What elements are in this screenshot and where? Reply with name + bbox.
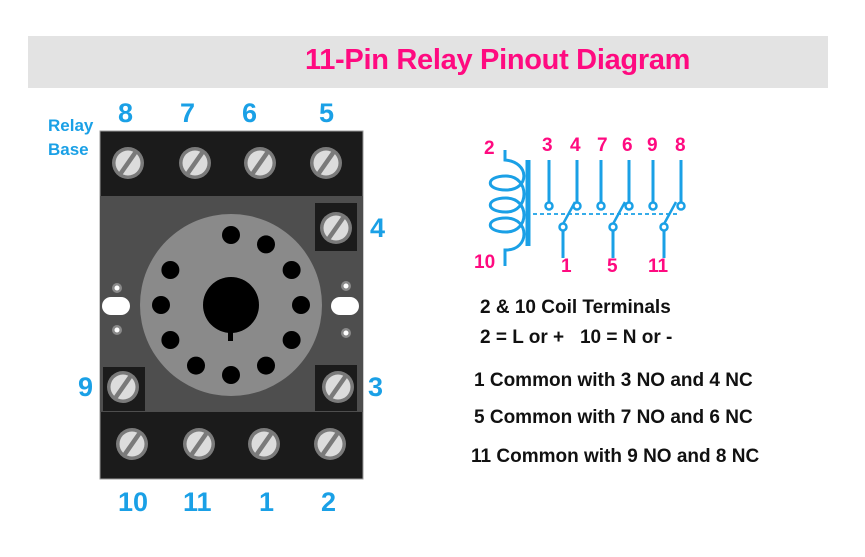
mount-hole	[343, 283, 349, 289]
contact-terminal	[544, 201, 554, 211]
relay-base-label: Relay Base	[48, 114, 93, 162]
screw-terminal-7	[179, 147, 211, 179]
terminal-label-9: 9	[647, 135, 658, 156]
switch-contacts	[544, 160, 686, 258]
center-key-hole	[203, 277, 259, 333]
contact-terminal	[624, 201, 634, 211]
socket-pin-hole	[161, 261, 180, 279]
contact-description: 5 Common with 7 NO and 6 NC	[474, 407, 753, 428]
socket-pin-hole	[282, 261, 301, 279]
pin-label-8: 8	[118, 98, 134, 128]
screw-terminal-2	[314, 428, 346, 460]
screw-terminal-10	[116, 428, 148, 460]
screw-terminal-5	[310, 147, 342, 179]
page-title: 11-Pin Relay Pinout Diagram	[305, 44, 691, 76]
coil-terminal-label-10: 10	[474, 252, 496, 273]
common-terminal	[558, 222, 568, 232]
common-label-5: 5	[607, 256, 618, 277]
pin-label-11: 11	[183, 487, 212, 517]
socket-pin-hole	[282, 331, 301, 349]
relay-base-label-line2: Base	[48, 140, 89, 159]
coil-polarity: 2 = L or + 10 = N or -	[480, 327, 673, 348]
pin-label-3: 3	[368, 372, 384, 402]
socket-pin-holes	[152, 226, 310, 384]
pin-label-5: 5	[319, 98, 335, 128]
pin-label-6: 6	[242, 98, 258, 128]
contact-description: 11 Common with 9 NO and 8 NC	[471, 446, 760, 467]
screw-terminal-3	[322, 371, 354, 403]
socket-pin-hole	[257, 356, 275, 375]
common-terminal	[608, 222, 618, 232]
terminal-label-6: 6	[622, 135, 633, 156]
socket-pin-hole	[257, 235, 275, 254]
mounting-slot-right	[331, 297, 359, 315]
pin-label-4: 4	[370, 213, 386, 243]
switch-arm	[662, 201, 678, 225]
socket-pin-hole	[187, 356, 205, 375]
common-terminal	[659, 222, 669, 232]
mount-hole	[114, 285, 120, 291]
screw-terminal-6	[244, 147, 276, 179]
contact-terminal	[596, 201, 606, 211]
switch-arm	[611, 201, 627, 225]
common-label-11: 11	[648, 256, 669, 277]
mounting-slot-left	[102, 297, 130, 315]
pin-label-10: 10	[118, 487, 149, 517]
coil-heading: 2 & 10 Coil Terminals	[480, 297, 671, 318]
terminal-label-3: 3	[542, 135, 553, 156]
terminal-label-7: 7	[597, 135, 608, 156]
relay-base-label-line1: Relay	[48, 116, 94, 135]
pin-label-1: 1	[259, 487, 275, 517]
title-bar	[28, 36, 828, 88]
contact-terminal	[676, 201, 686, 211]
terminal-label-8: 8	[675, 135, 686, 156]
pin-label-9: 9	[78, 372, 94, 402]
terminal-label-4: 4	[570, 135, 581, 156]
mount-hole	[343, 330, 349, 336]
coil-icon	[488, 150, 526, 266]
screw-terminal-1	[248, 428, 280, 460]
pin-label-2: 2	[321, 487, 337, 517]
key-notch	[228, 328, 233, 341]
coil-terminal-label-2: 2	[484, 138, 495, 159]
contact-description: 1 Common with 3 NO and 4 NC	[474, 370, 753, 391]
socket-pin-hole	[222, 366, 240, 384]
socket-pin-hole	[292, 296, 310, 314]
screw-terminal-8	[112, 147, 144, 179]
socket-pin-hole	[222, 226, 240, 244]
mount-hole	[114, 327, 120, 333]
pin-label-7: 7	[180, 98, 196, 128]
screw-terminal-11	[183, 428, 215, 460]
common-label-1: 1	[561, 256, 572, 277]
screw-terminal-9	[107, 371, 139, 403]
socket-pin-hole	[152, 296, 170, 314]
socket-pin-hole	[161, 331, 180, 349]
contact-terminal	[648, 201, 658, 211]
screw-terminal-4	[320, 212, 352, 244]
switch-arm	[561, 201, 577, 225]
relay-schematic	[488, 150, 686, 266]
